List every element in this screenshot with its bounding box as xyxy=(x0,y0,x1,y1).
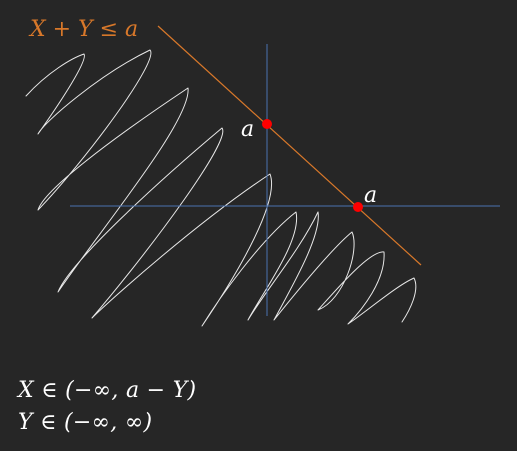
y-intercept-label: a xyxy=(241,117,254,142)
y-intercept-point xyxy=(262,119,272,129)
x-intercept-label: a xyxy=(364,183,377,208)
x-intercept-point xyxy=(353,202,363,212)
x-domain-caption: X ∈ (−∞, a − Y) xyxy=(18,378,197,403)
constraint-label: X + Y ≤ a xyxy=(28,17,138,42)
region-scribble xyxy=(25,49,417,327)
constraint-line xyxy=(157,25,422,266)
y-domain-caption: Y ∈ (−∞, ∞) xyxy=(18,410,153,435)
